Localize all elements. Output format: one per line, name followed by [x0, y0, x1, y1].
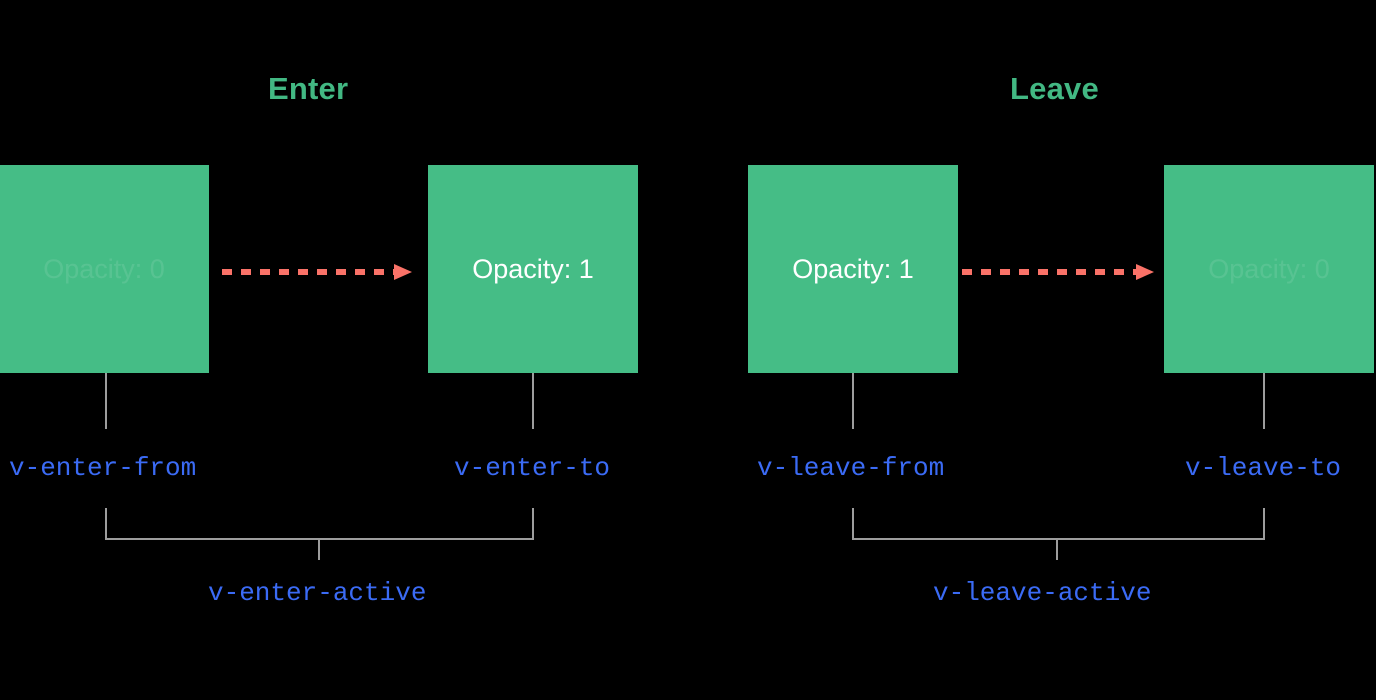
dashed-arrow-enter-icon [222, 264, 414, 280]
state-box-enter-from-label: Opacity: 0 [43, 253, 165, 284]
dashed-arrow-leave-icon [962, 264, 1156, 280]
class-label-v-enter-to: v-enter-to [454, 453, 611, 483]
section-title-enter: Enter [268, 71, 349, 106]
bracket-leave-bar [852, 538, 1265, 540]
connector-tick-leave-from [852, 373, 854, 429]
bracket-enter-left-leg [105, 508, 107, 540]
state-box-enter-to-label: Opacity: 1 [472, 253, 594, 284]
bracket-leave-right-leg [1263, 508, 1265, 540]
bracket-leave-stem [1056, 538, 1058, 560]
arrow-leave-dashes [962, 269, 1139, 275]
class-label-v-enter-from: v-enter-from [9, 453, 197, 483]
bracket-enter-right-leg [532, 508, 534, 540]
bracket-enter-stem [318, 538, 320, 560]
state-box-leave-from-label: Opacity: 1 [792, 253, 914, 284]
state-box-leave-from: Opacity: 1 [748, 165, 958, 373]
connector-tick-enter-to [532, 373, 534, 429]
arrow-enter-head [394, 264, 412, 280]
arrow-enter-dashes [222, 269, 397, 275]
connector-tick-enter-from [105, 373, 107, 429]
state-box-leave-to: Opacity: 0 [1164, 165, 1374, 373]
bracket-enter-active [105, 508, 534, 560]
state-box-enter-to: Opacity: 1 [428, 165, 638, 373]
class-label-v-leave-to: v-leave-to [1185, 453, 1342, 483]
bracket-leave-left-leg [852, 508, 854, 540]
section-title-leave: Leave [1010, 71, 1099, 106]
arrow-leave-head [1136, 264, 1154, 280]
class-label-v-leave-from: v-leave-from [757, 453, 945, 483]
state-box-enter-from: Opacity: 0 [0, 165, 209, 373]
state-box-leave-to-label: Opacity: 0 [1208, 253, 1330, 284]
bracket-leave-active [852, 508, 1265, 560]
connector-tick-leave-to [1263, 373, 1265, 429]
class-label-v-leave-active: v-leave-active [933, 578, 1152, 608]
class-label-v-enter-active: v-enter-active [208, 578, 427, 608]
